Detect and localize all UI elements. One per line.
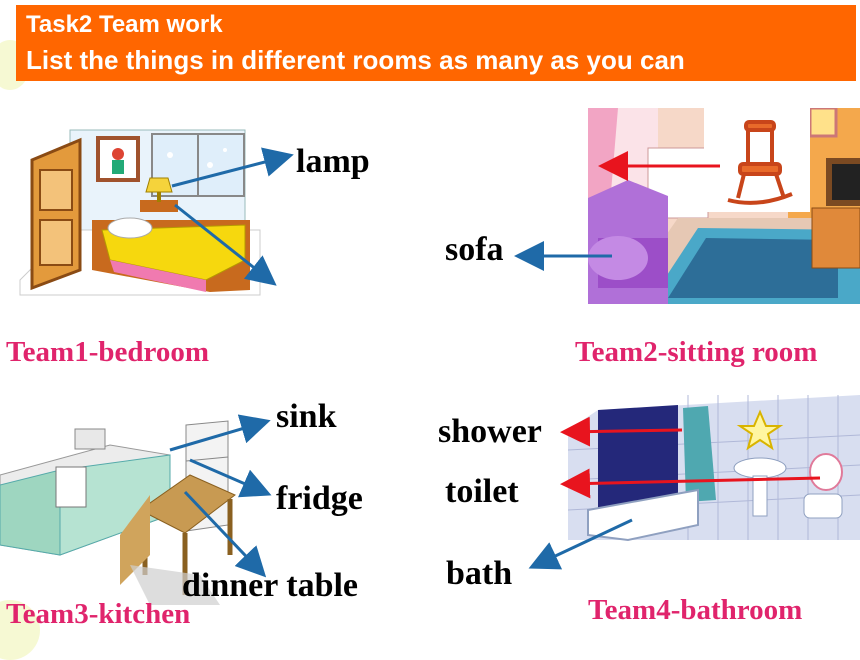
task-title: Task2 Team work bbox=[26, 11, 223, 38]
arrow-fridge bbox=[189, 458, 272, 498]
arrow-sink bbox=[169, 414, 271, 452]
arrow-lamp bbox=[171, 147, 294, 188]
arrows-layer bbox=[169, 147, 821, 578]
word-toilet: toilet bbox=[445, 473, 519, 510]
arrow-toilet bbox=[560, 468, 821, 499]
sitting-room-illustration bbox=[588, 108, 860, 304]
arrow-dinner-table bbox=[183, 490, 267, 578]
task-instruction: List the things in different rooms as ma… bbox=[26, 45, 685, 75]
arrow-bed bbox=[174, 203, 277, 286]
arrow-shower bbox=[560, 416, 683, 447]
team3-label: Team3-kitchen bbox=[6, 598, 191, 630]
word-sofa: sofa bbox=[445, 231, 504, 268]
word-fridge: fridge bbox=[276, 480, 363, 517]
word-bath: bath bbox=[446, 555, 513, 592]
team4-label: Team4-bathroom bbox=[588, 594, 803, 626]
kitchen-illustration bbox=[0, 420, 236, 605]
team2-label: Team2-sitting room bbox=[575, 336, 818, 368]
bedroom-illustration bbox=[19, 129, 261, 296]
word-dinner-table: dinner table bbox=[182, 567, 359, 604]
team1-label: Team1-bedroom bbox=[6, 336, 209, 368]
word-shower: shower bbox=[438, 413, 542, 450]
word-sink: sink bbox=[276, 398, 337, 435]
arrow-bath bbox=[528, 518, 633, 570]
word-lamp: lamp bbox=[296, 143, 370, 180]
task-banner: Task2 Team work List the things in diffe… bbox=[16, 5, 856, 81]
